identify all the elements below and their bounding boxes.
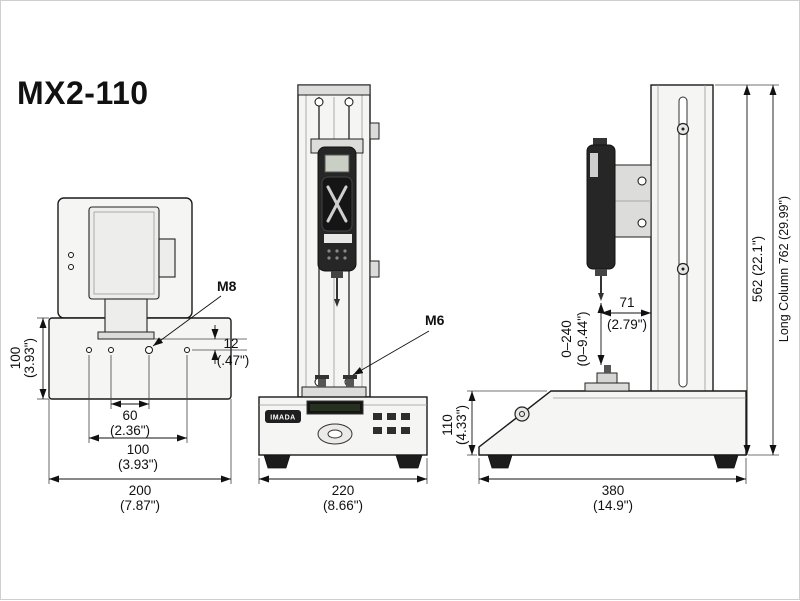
dim-stroke-mm-label: 0–240 bbox=[559, 320, 574, 358]
dim-100b-mm-label: 100 bbox=[127, 442, 150, 457]
mounting-holes bbox=[86, 346, 190, 354]
gauge-side bbox=[586, 138, 652, 301]
foot-side-left bbox=[487, 454, 513, 469]
dim-110-in-label: (4.33") bbox=[454, 405, 469, 445]
dim-long-column: Long Column 762 (29.99") bbox=[769, 85, 791, 455]
m6-callout: M6 bbox=[352, 312, 445, 376]
dim-100l-mm-label: 100 bbox=[8, 347, 23, 370]
m8-label: M8 bbox=[217, 278, 237, 294]
dim-380-in-label: (14.9") bbox=[593, 498, 633, 513]
dim-stroke: 0–240 (0–9.44") bbox=[559, 303, 605, 367]
dim-220-mm-label: 220 bbox=[332, 483, 355, 498]
clamp-knob-lower bbox=[369, 260, 380, 278]
dim-100l-in-label: (3.93") bbox=[22, 338, 37, 378]
gauge-top-view bbox=[88, 206, 176, 300]
brand-logo-text: IMADA bbox=[270, 415, 295, 422]
dim-110: 110 (4.33") bbox=[440, 390, 547, 456]
dim-100-bottom: 100 (3.93") bbox=[88, 355, 188, 472]
column-side bbox=[650, 84, 714, 394]
dim-380: 380 (14.9") bbox=[478, 458, 747, 513]
dim-200-in-label: (7.87") bbox=[120, 498, 160, 513]
dim-71-in-label: (2.79") bbox=[607, 317, 647, 332]
column-top-cap bbox=[297, 84, 371, 96]
dim-220-in-label: (8.66") bbox=[323, 498, 363, 513]
probe-tip-side bbox=[598, 293, 604, 301]
panel-buttons bbox=[373, 413, 410, 434]
foot-front-right bbox=[395, 454, 423, 469]
page-title: MX2-110 bbox=[17, 75, 149, 111]
dim-71: 71 (2.79") bbox=[601, 295, 651, 332]
shaft-top-view bbox=[97, 298, 155, 340]
foot-front-left bbox=[263, 454, 291, 469]
m6-label: M6 bbox=[425, 312, 445, 328]
force-gauge-front bbox=[310, 138, 364, 307]
dim-12: 12 (.47") bbox=[154, 325, 249, 368]
base-side bbox=[478, 365, 747, 469]
gauge-display bbox=[324, 154, 350, 173]
dim-220: 220 (8.66") bbox=[258, 458, 428, 513]
dim-562-label: 562 (22.1") bbox=[750, 236, 765, 302]
dim-380-mm-label: 380 bbox=[602, 483, 625, 498]
m8-hole bbox=[145, 346, 153, 354]
base-knob bbox=[514, 406, 530, 422]
clamp-knob-upper bbox=[369, 122, 380, 140]
brand-logo bbox=[265, 410, 301, 423]
dim-stroke-in-label: (0–9.44") bbox=[575, 311, 590, 366]
dim-110-mm-label: 110 bbox=[440, 414, 455, 436]
dim-long-column-label: Long Column 762 (29.99") bbox=[777, 196, 791, 342]
base-front: IMADA bbox=[258, 396, 428, 469]
dim-12-mm-label: 12 bbox=[223, 336, 238, 351]
dim-12-in-label: (.47") bbox=[217, 353, 250, 368]
side-view: 71 (2.79") 0–240 (0–9.44") 110 (4.33") 3… bbox=[440, 84, 791, 513]
dim-200-mm-label: 200 bbox=[129, 483, 152, 498]
dim-100b-in-label: (3.93") bbox=[118, 457, 158, 472]
top-view-body bbox=[48, 197, 232, 400]
dim-562: 562 (22.1") bbox=[715, 84, 779, 456]
probe-tip-front bbox=[334, 299, 340, 307]
dim-60-mm-label: 60 bbox=[122, 408, 137, 423]
dim-200: 200 (7.87") bbox=[48, 399, 232, 513]
anvil-table bbox=[584, 365, 630, 392]
foot-side-right bbox=[713, 454, 739, 469]
m8-callout: M8 bbox=[152, 278, 237, 347]
gauge-label-strip bbox=[324, 234, 352, 243]
probe-chuck-side bbox=[595, 269, 607, 276]
probe-chuck-front bbox=[331, 271, 343, 278]
top-view: 60 (2.36") 100 (3.93") 200 (7.87") 100 (… bbox=[8, 197, 249, 513]
dim-71-mm-label: 71 bbox=[619, 295, 634, 310]
dim-60-in-label: (2.36") bbox=[110, 423, 150, 438]
front-view: IMADA 220 (8.66") M6 bbox=[258, 84, 445, 513]
dim-60: 60 (2.36") bbox=[110, 355, 150, 438]
column-slot bbox=[678, 96, 688, 388]
dim-100-left: 100 (3.93") bbox=[8, 317, 49, 400]
